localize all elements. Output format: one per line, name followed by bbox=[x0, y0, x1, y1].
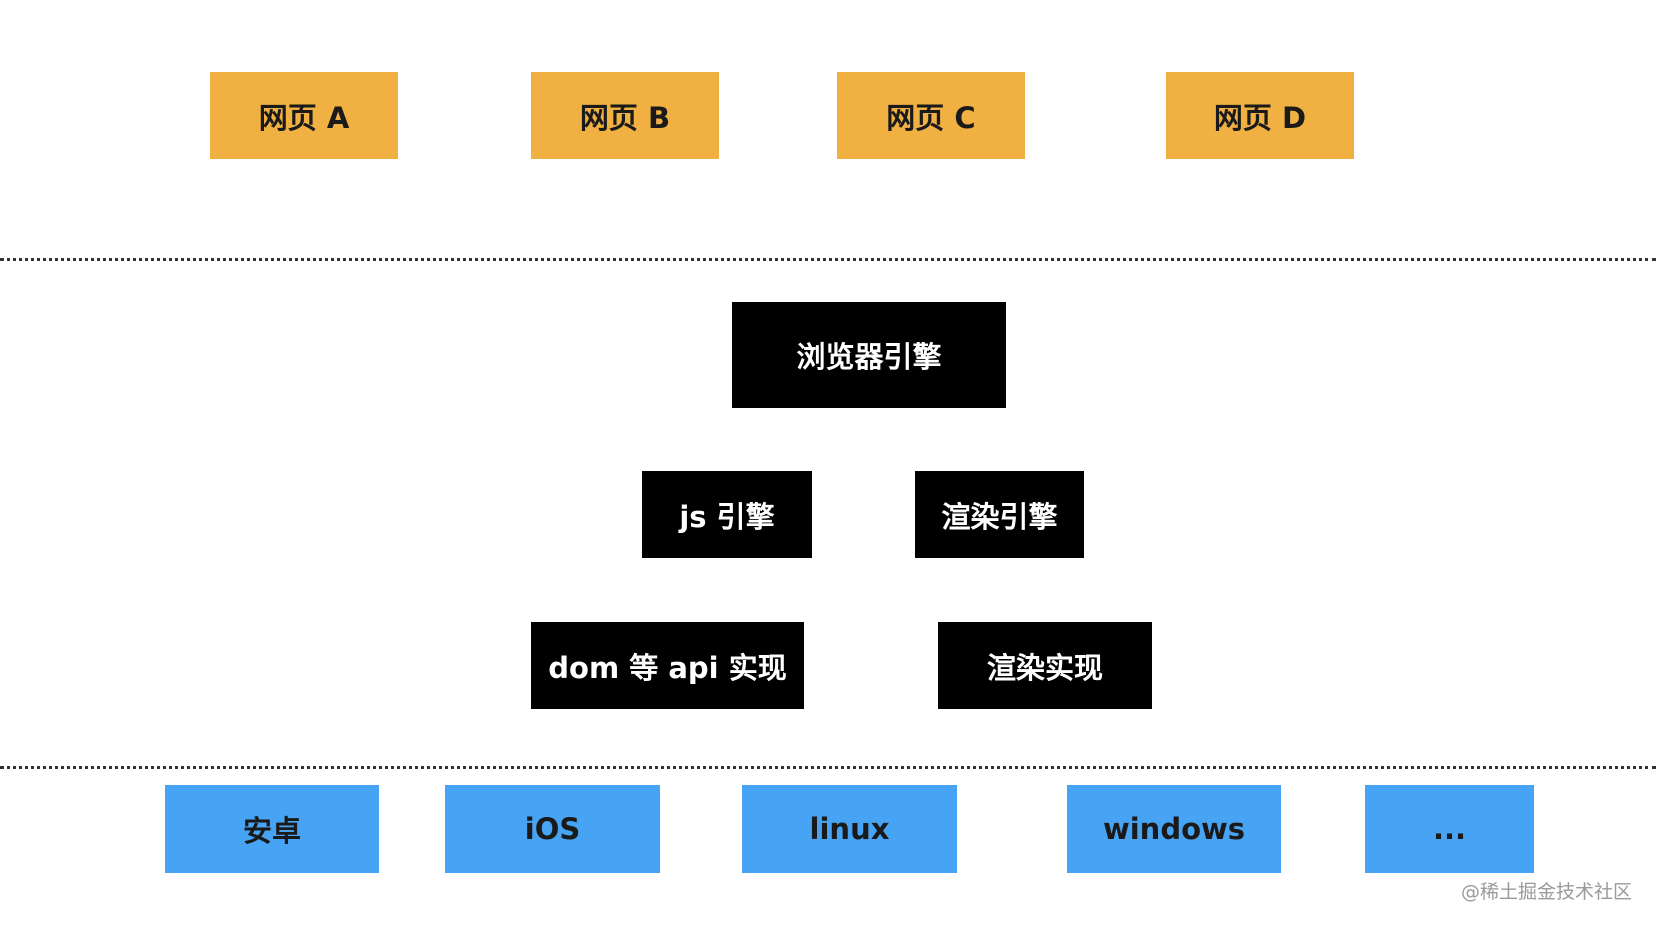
webpage-a-box: 网页 A bbox=[210, 72, 398, 159]
webpage-d-box: 网页 D bbox=[1166, 72, 1354, 159]
render-engine-box: 渲染引擎 bbox=[915, 471, 1084, 558]
js-engine-box: js 引擎 bbox=[642, 471, 812, 558]
bottom-divider bbox=[0, 766, 1656, 769]
top-divider bbox=[0, 258, 1656, 261]
dom-api-box: dom 等 api 实现 bbox=[531, 622, 804, 709]
render-impl-box: 渲染实现 bbox=[938, 622, 1152, 709]
browser-engine-box: 浏览器引擎 bbox=[732, 302, 1006, 408]
platform-ios-box: iOS bbox=[445, 785, 660, 873]
webpage-c-box: 网页 C bbox=[837, 72, 1025, 159]
platform-windows-box: windows bbox=[1067, 785, 1281, 873]
platform-linux-box: linux bbox=[742, 785, 957, 873]
platform-more-box: ... bbox=[1365, 785, 1534, 873]
webpage-b-box: 网页 B bbox=[531, 72, 719, 159]
watermark: @稀土掘金技术社区 bbox=[1460, 881, 1632, 903]
platform-android-box: 安卓 bbox=[165, 785, 379, 873]
